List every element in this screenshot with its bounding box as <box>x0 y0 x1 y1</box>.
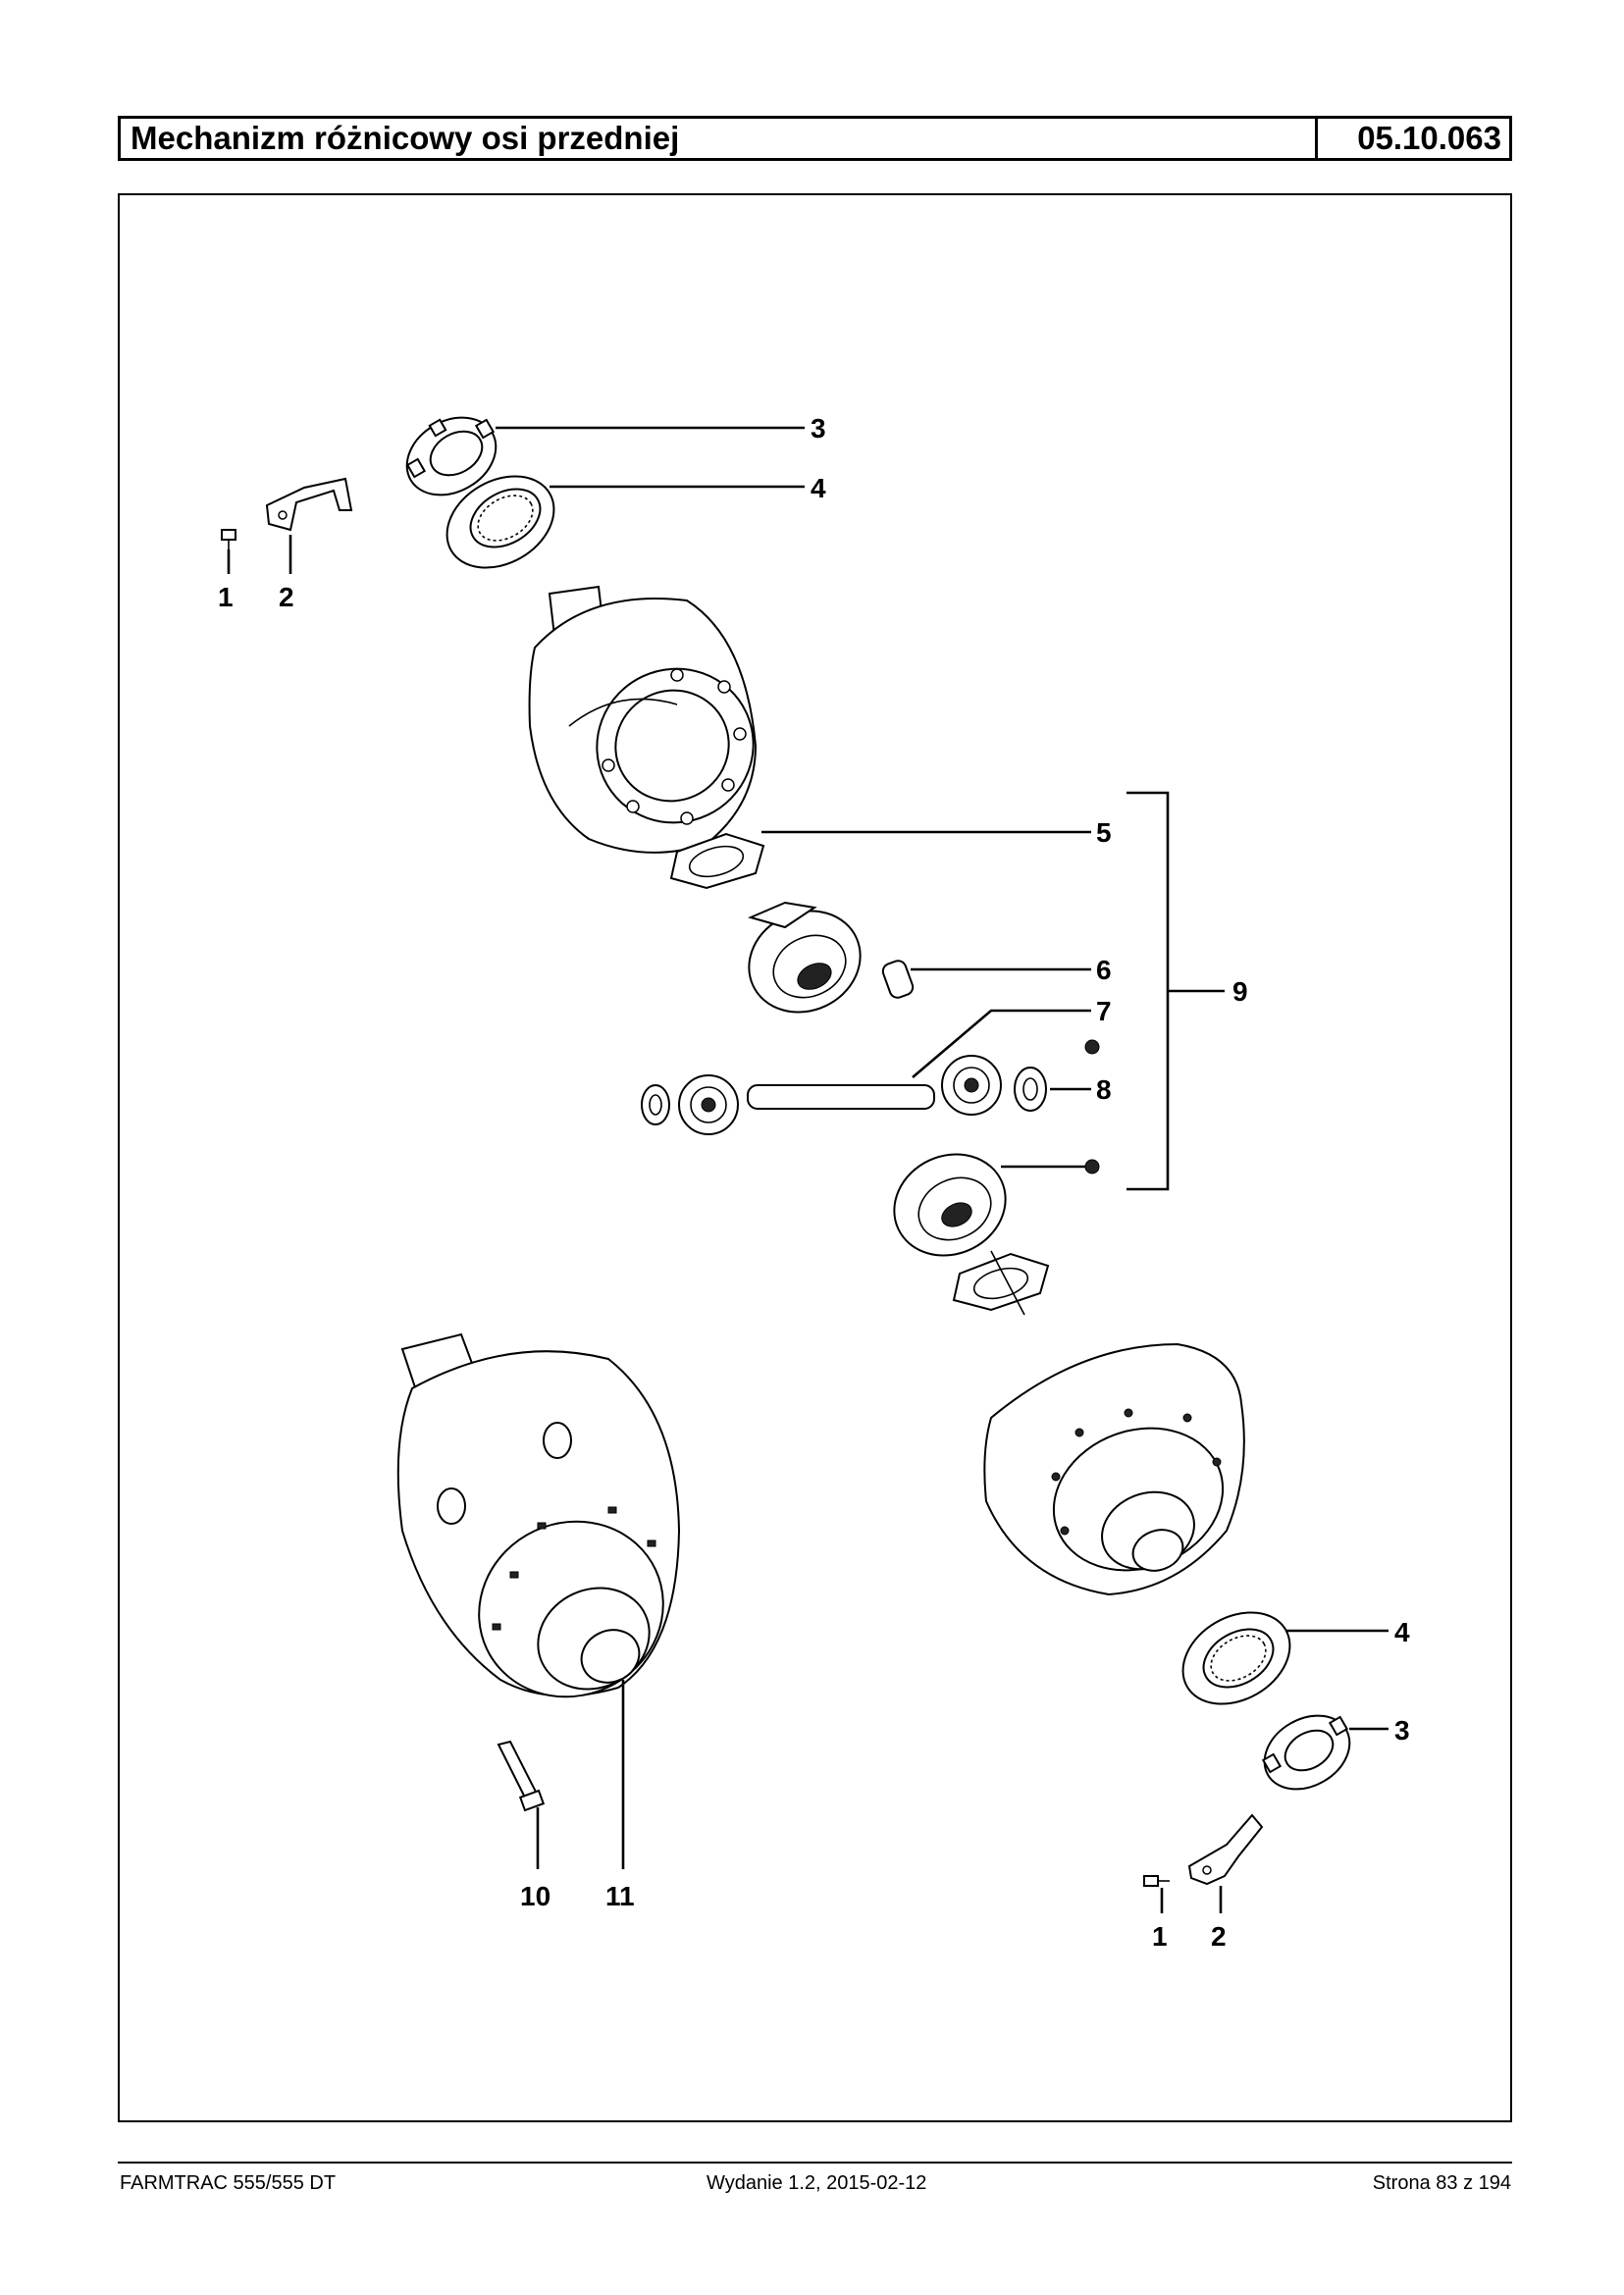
thrust-washer-part-5 <box>669 832 765 890</box>
pin-part-6 <box>881 960 915 999</box>
differential-assembly-part-11 <box>396 1332 681 1698</box>
thrust-washer-part-8 <box>1014 1067 1047 1112</box>
callout-4-bottom: 4 <box>1394 1617 1410 1647</box>
kit-dot-lower <box>1084 1159 1100 1174</box>
callout-11: 11 <box>605 1881 635 1911</box>
callout-7: 7 <box>1096 996 1112 1026</box>
bolt-part-10 <box>497 1740 546 1812</box>
lock-plate-part-2-bottom <box>1187 1813 1264 1886</box>
cross-shaft-part-7 <box>747 1084 935 1110</box>
page-title: Mechanizm różnicowy osi przedniej <box>121 119 1318 158</box>
kit-bracket-part-9 <box>1126 791 1170 1191</box>
callout-5: 5 <box>1096 817 1112 848</box>
footer-edition: Wydanie 1.2, 2015-02-12 <box>707 2172 927 2194</box>
exploded-parts-drawing: 1 2 3 4 5 <box>218 413 1410 1952</box>
callout-2-top: 2 <box>279 582 294 612</box>
thrust-washer-lower <box>952 1250 1050 1316</box>
footer-page-number: Strona 83 z 194 <box>1372 2172 1511 2194</box>
callout-6: 6 <box>1096 955 1112 985</box>
kit-dot-upper <box>1084 1039 1100 1055</box>
slotted-nut-part-3-bottom <box>1261 1714 1351 1791</box>
drawing-frame <box>118 193 1512 2122</box>
callout-4-top: 4 <box>811 473 826 503</box>
differential-case-lower <box>983 1342 1245 1596</box>
pinion-gear-right <box>941 1055 1002 1116</box>
footer-rule <box>118 2162 1512 2164</box>
section-code: 05.10.063 <box>1357 120 1501 156</box>
callout-1-bottom: 1 <box>1152 1921 1168 1952</box>
differential-case-upper <box>528 585 758 854</box>
callout-8: 8 <box>1096 1074 1112 1105</box>
callout-1-top: 1 <box>218 582 234 612</box>
page-header: Mechanizm różnicowy osi przedniej 05.10.… <box>118 116 1512 161</box>
side-gear-upper <box>748 901 862 1014</box>
callout-10: 10 <box>520 1881 550 1911</box>
bearing-part-4-top <box>445 475 555 569</box>
callout-3-top: 3 <box>811 413 826 443</box>
bolt-part-1-bottom <box>1143 1875 1170 1887</box>
lock-plate-part-2-top <box>265 477 353 532</box>
footer-model: FARMTRAC 555/555 DT <box>120 2172 337 2194</box>
callout-3-bottom: 3 <box>1394 1715 1410 1746</box>
callout-9: 9 <box>1232 976 1248 1007</box>
leader-7 <box>912 1009 1091 1078</box>
washer-left <box>641 1084 670 1125</box>
pinion-gear-left <box>678 1074 739 1135</box>
side-gear-lower <box>893 1153 1007 1257</box>
callout-2-bottom: 2 <box>1211 1921 1227 1952</box>
slotted-nut-part-3-top <box>405 416 498 496</box>
bearing-part-4-bottom <box>1181 1611 1291 1705</box>
